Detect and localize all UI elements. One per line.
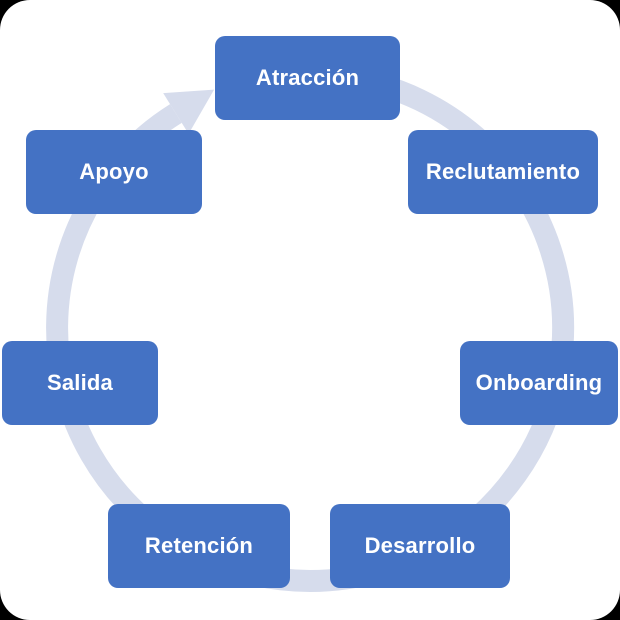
node-retencion-label: Retención (144, 533, 254, 558)
node-salida-label: Salida (46, 370, 113, 395)
node-apoyo: Apoyo (26, 130, 202, 214)
node-onboarding-label: Onboarding (475, 370, 603, 395)
node-onboarding: Onboarding (460, 341, 618, 425)
node-retencion: Retención (108, 504, 290, 588)
node-desarrollo-label: Desarrollo (364, 533, 476, 558)
node-atraccion-label: Atracción (255, 65, 360, 90)
node-salida: Salida (2, 341, 158, 425)
node-desarrollo: Desarrollo (330, 504, 510, 588)
node-reclutamiento: Reclutamiento (408, 130, 598, 214)
node-atraccion: Atracción (215, 36, 400, 120)
node-reclutamiento-label: Reclutamiento (425, 159, 581, 184)
node-apoyo-label: Apoyo (79, 159, 149, 184)
cycle-arrowhead-icon (163, 89, 215, 134)
